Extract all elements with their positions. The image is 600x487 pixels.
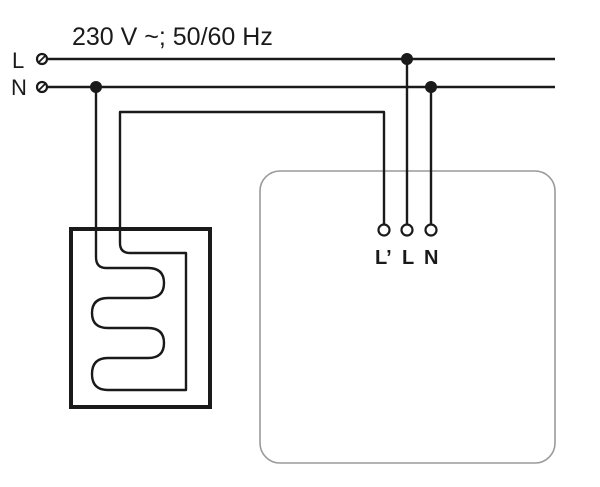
neutral-junction-dot bbox=[425, 81, 437, 93]
neutral-terminal-label: N bbox=[424, 247, 438, 269]
neutral-line-letter: N bbox=[11, 75, 27, 100]
heater-load-wire bbox=[118, 110, 386, 243]
phase-input-screw-terminal bbox=[35, 52, 49, 66]
phase-junction-dot bbox=[401, 53, 413, 65]
phase-terminal-label: L bbox=[402, 247, 414, 269]
supply-voltage-label: 230 V ~; 50/60 Hz bbox=[72, 23, 273, 51]
heating-element-coil bbox=[90, 242, 188, 392]
heater-enclosure bbox=[69, 227, 212, 409]
phase-terminal bbox=[400, 223, 414, 237]
neutral-terminal bbox=[424, 223, 438, 237]
phase-line-letter: L bbox=[12, 48, 24, 73]
load-terminal bbox=[377, 223, 391, 237]
heater-neutral-junction-dot bbox=[90, 81, 102, 93]
load-terminal-label: L’ bbox=[375, 247, 392, 269]
neutral-input-screw-terminal bbox=[35, 80, 49, 94]
